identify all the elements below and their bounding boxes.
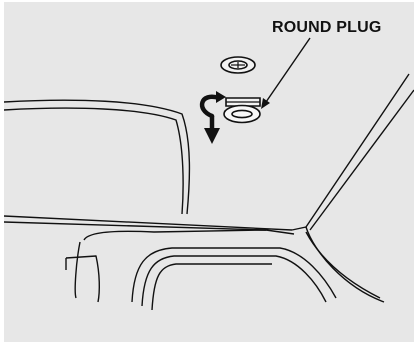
vehicle-body-outline	[4, 74, 414, 310]
callout-leader-line	[261, 38, 310, 109]
vehicle-roof-illustration	[4, 2, 414, 342]
plug-cap-icon	[221, 57, 255, 73]
round-plug-label: ROUND PLUG	[272, 19, 382, 37]
illustration-panel: ROUND PLUG	[4, 2, 414, 342]
rotation-arrow-icon	[202, 91, 226, 144]
round-plug-icon	[224, 98, 260, 123]
